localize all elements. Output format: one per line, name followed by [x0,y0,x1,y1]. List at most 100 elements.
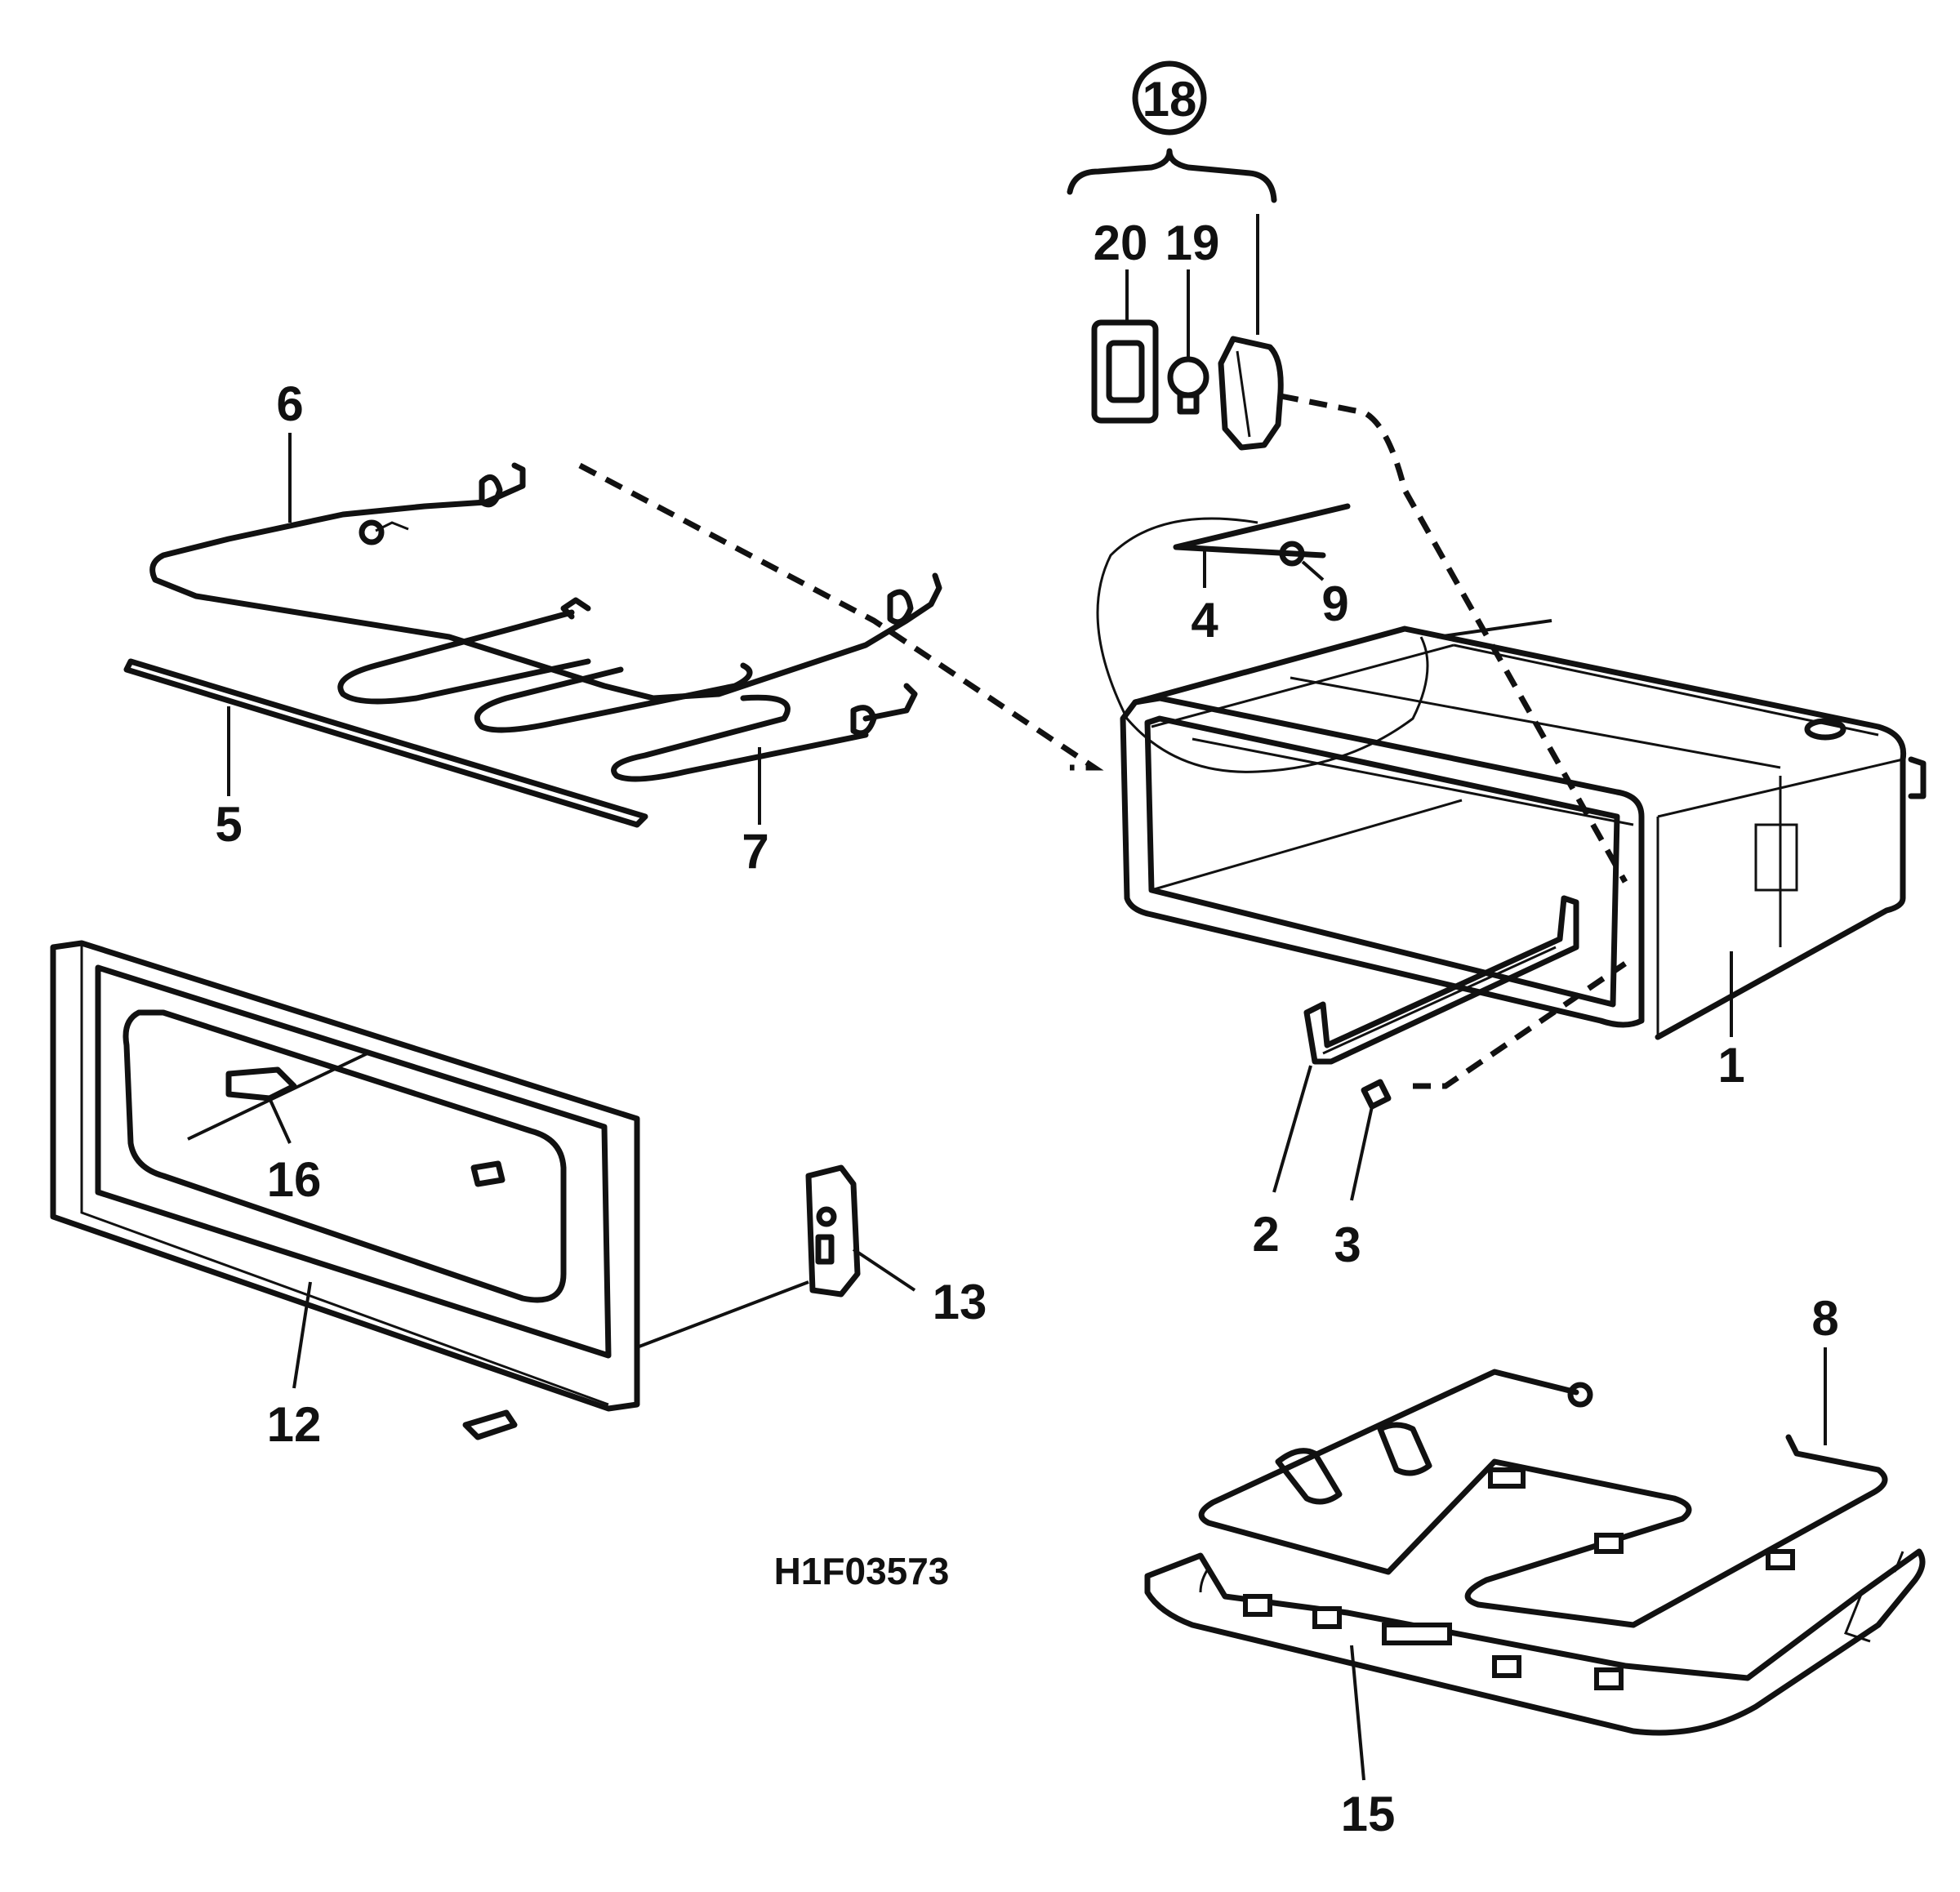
lamp-cover [1091,319,1159,424]
cavity-front-frame [1120,695,1645,1028]
door-inner-frame [95,964,612,1359]
base-element-clip-1 [1275,1448,1343,1505]
grill-bolt-head [359,519,385,545]
lamp-bulb [1167,356,1209,398]
cavity-wire [1437,619,1552,639]
cavity-roof-line [1192,737,1634,826]
label-7: 7 [742,824,768,879]
detail-circle: 4 9 [1096,503,1429,773]
shelf-support: 2 3 [1252,895,1579,1272]
base-element-rod [1198,1369,1888,1628]
label-12: 12 [267,1397,322,1452]
cavity-roof-back [1453,643,1879,737]
door-edge-line [80,943,609,1406]
label-3: 3 [1334,1218,1361,1272]
shelf-rod: 5 [123,658,648,852]
label-16: 16 [267,1152,322,1207]
cavity-front-inner [1144,715,1620,1008]
cavity-vent [1804,718,1846,741]
fixing-wire-path [1413,961,1627,1089]
detail-circle-outline [1096,517,1429,773]
shelf-support-line [1322,946,1557,1055]
label-1: 1 [1717,1038,1744,1093]
element-7-tail [862,683,918,722]
label-20: 20 [1094,216,1148,270]
kit-brace [1067,148,1277,203]
shelf-rod-bar [123,658,648,828]
cavity-tab [1908,756,1927,799]
lamp-cover-inner [1106,340,1145,403]
leader-3 [1350,1106,1374,1201]
cavity-roof-line-2 [1290,676,1781,769]
leader-9 [1301,560,1325,581]
door-screw-line [187,1052,368,1141]
label-9: 9 [1321,577,1348,631]
base-element: 8 [1198,1291,1888,1628]
oven-cavity: 1 [1120,619,1927,1093]
element-7: 7 [742,683,918,879]
label-2: 2 [1252,1207,1279,1262]
oven-door: 16 12 [50,940,809,1452]
label-19: 19 [1165,216,1220,270]
door-window [122,1009,567,1303]
lamp-holder-edge [1236,350,1251,438]
grill-element-rod [149,462,942,701]
base-element-clip-2 [1377,1422,1432,1476]
leader-13 [852,1248,916,1292]
floor-side-flange [1844,1551,1904,1643]
drawing-code: H1F03573 [774,1550,950,1592]
floor-tab-2 [1312,1606,1342,1629]
floor-tab-6 [1488,1467,1526,1489]
door-latch [225,1066,297,1102]
hinge-slot [815,1234,835,1265]
leader-12 [292,1281,312,1389]
door-bolt [470,1160,506,1187]
detail-screw-9 [1279,541,1305,567]
grill-coil-3 [611,694,869,782]
floor-lip [1199,1555,1210,1593]
leader-2 [1272,1065,1312,1193]
grill-coil-hook [560,597,591,620]
leader-16 [268,1097,292,1144]
grill-element: 6 [149,376,942,782]
floor-panel [1144,1548,1926,1736]
hinge-hole-1 [816,1206,837,1227]
lamp-assembly: 18 20 19 [1067,60,1284,451]
leader-15 [1350,1645,1365,1781]
element-7-bracket [850,705,877,737]
grill-bracket-2 [887,589,914,625]
lamp-bulb-base [1177,392,1200,415]
label-5: 5 [215,797,242,852]
hinge-plate [805,1164,861,1298]
element-wire-path [578,462,1104,771]
kit-circle [1132,60,1207,136]
hinge: 13 [805,1164,987,1329]
oven-floor: 15 [1144,1467,1926,1841]
grill-coil-1 [337,609,591,705]
label-18: 18 [1143,72,1197,127]
grill-coil-2 [474,662,753,733]
detail-part-4 [1173,503,1351,559]
floor-tab-4 [1594,1667,1624,1690]
grill-bracket-1 [479,474,503,508]
lamp-holder [1218,336,1284,451]
label-6: 6 [276,376,303,431]
label-13: 13 [933,1275,987,1329]
floor-tab-3 [1492,1655,1521,1678]
shelf-screw [1361,1079,1392,1110]
cavity-side-plate [1754,823,1798,892]
shelf-support-rail [1303,895,1579,1065]
base-element-terminal [1567,1382,1593,1408]
cavity-roof-edge [1151,643,1454,728]
door-bottom-screw [462,1409,518,1440]
label-15: 15 [1341,1787,1396,1841]
cavity-floor-edge [1151,799,1463,892]
floor-tab-5 [1766,1549,1795,1570]
lamp-wire-path [1280,393,1628,884]
floor-tab-7 [1594,1533,1624,1554]
floor-slot-1 [1382,1623,1452,1645]
label-4: 4 [1191,593,1218,648]
label-8: 8 [1811,1291,1838,1346]
door-hinge-line [636,1280,809,1349]
